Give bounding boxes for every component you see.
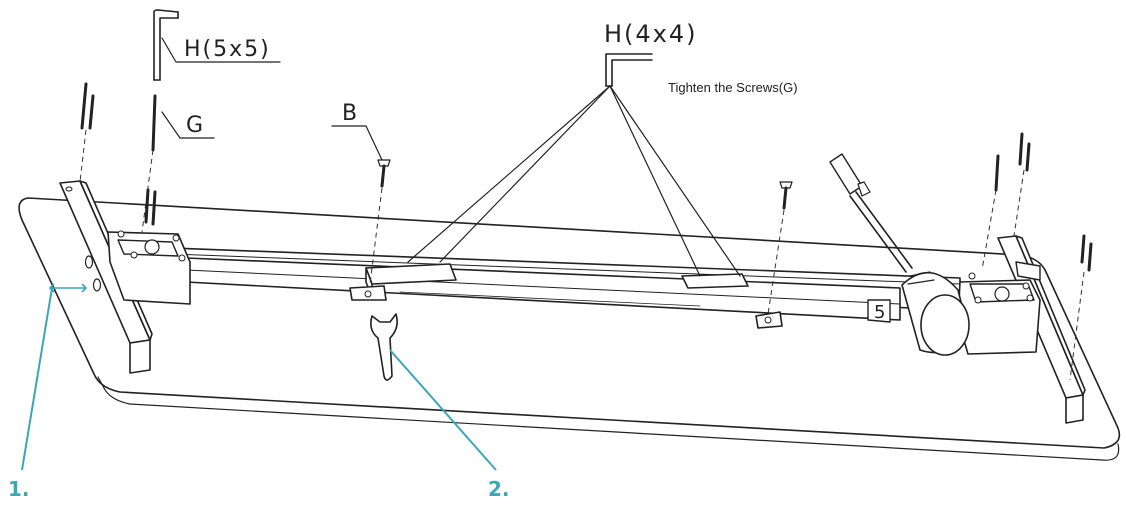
screw-b-label: B [342, 101, 359, 126]
hex-key-4x4-icon [605, 53, 653, 87]
right-end-housing [957, 272, 1041, 355]
wrench-icon [370, 313, 398, 381]
screw-b-leader [331, 125, 383, 161]
hex-key-5x5-icon [153, 9, 281, 81]
screw-b-left [369, 159, 391, 285]
step-1-callout [21, 283, 88, 471]
screw-g-leader [161, 111, 215, 139]
hex-key-4x4-leaders [407, 85, 741, 277]
screw-g-left-inner [141, 94, 157, 233]
screw-b-right [767, 181, 793, 315]
step-2-callout [389, 349, 497, 471]
screw-icon [79, 82, 1093, 381]
hex-key-5x5-label: H(5x5) [184, 37, 271, 62]
screw-g-left-outer [79, 82, 95, 183]
screw-g-label: G [186, 113, 205, 138]
screw-g-right-top [1013, 132, 1031, 237]
hex-key-4x4-label: H(4x4) [604, 20, 698, 48]
left-end-housing [107, 230, 191, 305]
center-plates [349, 263, 783, 329]
screw-g-right-inner [981, 154, 1000, 271]
motor-icon: 5 [829, 153, 970, 356]
tighten-note: Tighten the Screws(G) [668, 80, 798, 95]
right-leg-bracket [997, 235, 1086, 424]
svg-text:5: 5 [874, 302, 885, 323]
step-2-label: 2. [488, 477, 510, 501]
screw-g-right-outer [1069, 234, 1093, 381]
step-1-label: 1. [8, 477, 30, 501]
